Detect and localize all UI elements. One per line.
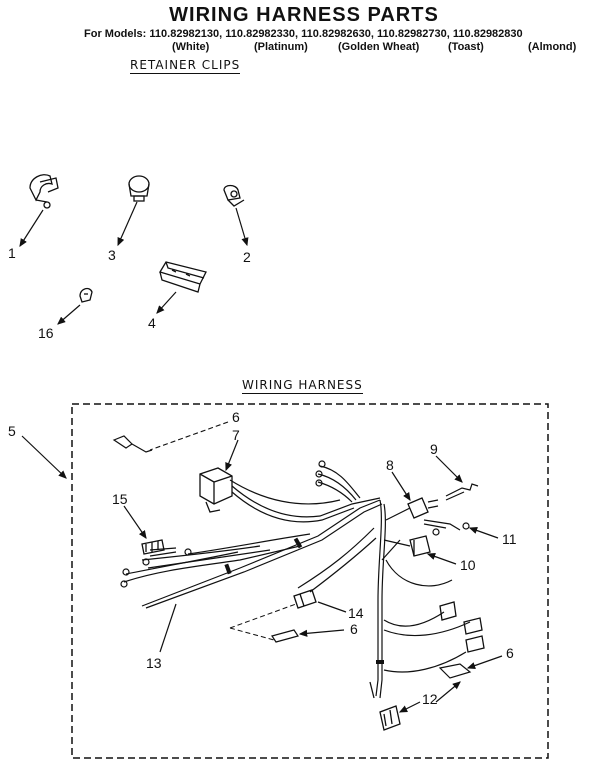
models-list: For Models: 110.82982130, 110.82982330, … [84, 28, 523, 40]
leader-line [317, 601, 347, 613]
model-number: 110.82982630, [301, 28, 374, 40]
leader-line [398, 701, 421, 713]
connector-block-7 [199, 467, 233, 513]
harness-boundary [71, 403, 549, 759]
leader-line [149, 421, 229, 451]
leader-line [235, 207, 249, 247]
model-number: 110.82982730, [377, 28, 450, 40]
ring-terminals [120, 460, 470, 588]
callout-number: 11 [502, 531, 517, 547]
leader-line [468, 527, 499, 539]
plug-15 [141, 539, 165, 555]
section-heading-retainer-clips: RETAINER CLIPS [130, 58, 241, 74]
leader-line [225, 439, 239, 472]
harness-wires [123, 465, 471, 699]
leader-line [298, 629, 345, 637]
callout-number: 7 [232, 427, 240, 443]
leader-line [19, 209, 44, 248]
section-heading-wiring-harness: WIRING HARNESS [242, 378, 363, 394]
callout-number: 14 [348, 605, 364, 621]
leader-line [435, 455, 463, 483]
leader-line [123, 505, 147, 539]
leader-line [117, 201, 138, 247]
callout-number: 9 [430, 441, 438, 457]
model-color: (Almond) [528, 41, 577, 53]
retainer-clip-3 [128, 175, 150, 202]
model-number: 110.82982130, [149, 28, 223, 40]
callout-number: 6 [232, 409, 240, 425]
callout-number: 10 [460, 557, 476, 573]
retainer-clip-2 [223, 184, 245, 207]
leader-line [21, 435, 67, 479]
connector-10 [409, 535, 431, 557]
callout-number: 2 [243, 249, 251, 265]
callout-number: 1 [8, 245, 16, 261]
retainer-clip-16 [79, 287, 93, 303]
retainer-clip-1 [29, 174, 59, 209]
callout-number: 5 [8, 423, 16, 439]
retainer-clip-4 [159, 261, 207, 293]
leader-line [391, 471, 411, 502]
model-number: 110.82982830 [452, 28, 523, 40]
callout-number: 6 [350, 621, 358, 637]
leader-line [156, 291, 177, 314]
callout-number: 4 [148, 315, 156, 331]
connector-8 [407, 497, 439, 519]
plug-12 [369, 681, 401, 731]
wire-terminal-6 [112, 435, 153, 453]
leader-line [435, 681, 461, 703]
callout-number: 16 [38, 325, 54, 341]
callout-number: 15 [112, 491, 128, 507]
callout-number: 3 [108, 247, 116, 263]
connector-14 [293, 589, 317, 609]
model-color: (Platinum) [254, 41, 308, 53]
model-color: (White) [172, 41, 210, 53]
tape-wrap [224, 537, 384, 664]
callout-number: 6 [506, 645, 514, 661]
leader-line [229, 603, 297, 641]
callout-number: 13 [146, 655, 162, 671]
leader-line [57, 304, 81, 325]
wire-terminal-6 [438, 663, 472, 679]
model-color: (Golden Wheat) [338, 41, 420, 53]
page-title: WIRING HARNESS PARTS [169, 4, 439, 26]
terminal-9 [445, 483, 479, 501]
spade-connectors [439, 601, 485, 653]
leader-line [426, 553, 457, 565]
model-color: (Toast) [448, 41, 484, 53]
model-number: 110.82982330, [225, 28, 299, 40]
wire-terminal-6 [271, 629, 299, 643]
callout-number: 12 [422, 691, 438, 707]
models-label: For Models: [84, 28, 147, 40]
leader-line [466, 655, 503, 669]
callout-number: 8 [386, 457, 394, 473]
leader-line [159, 603, 177, 653]
